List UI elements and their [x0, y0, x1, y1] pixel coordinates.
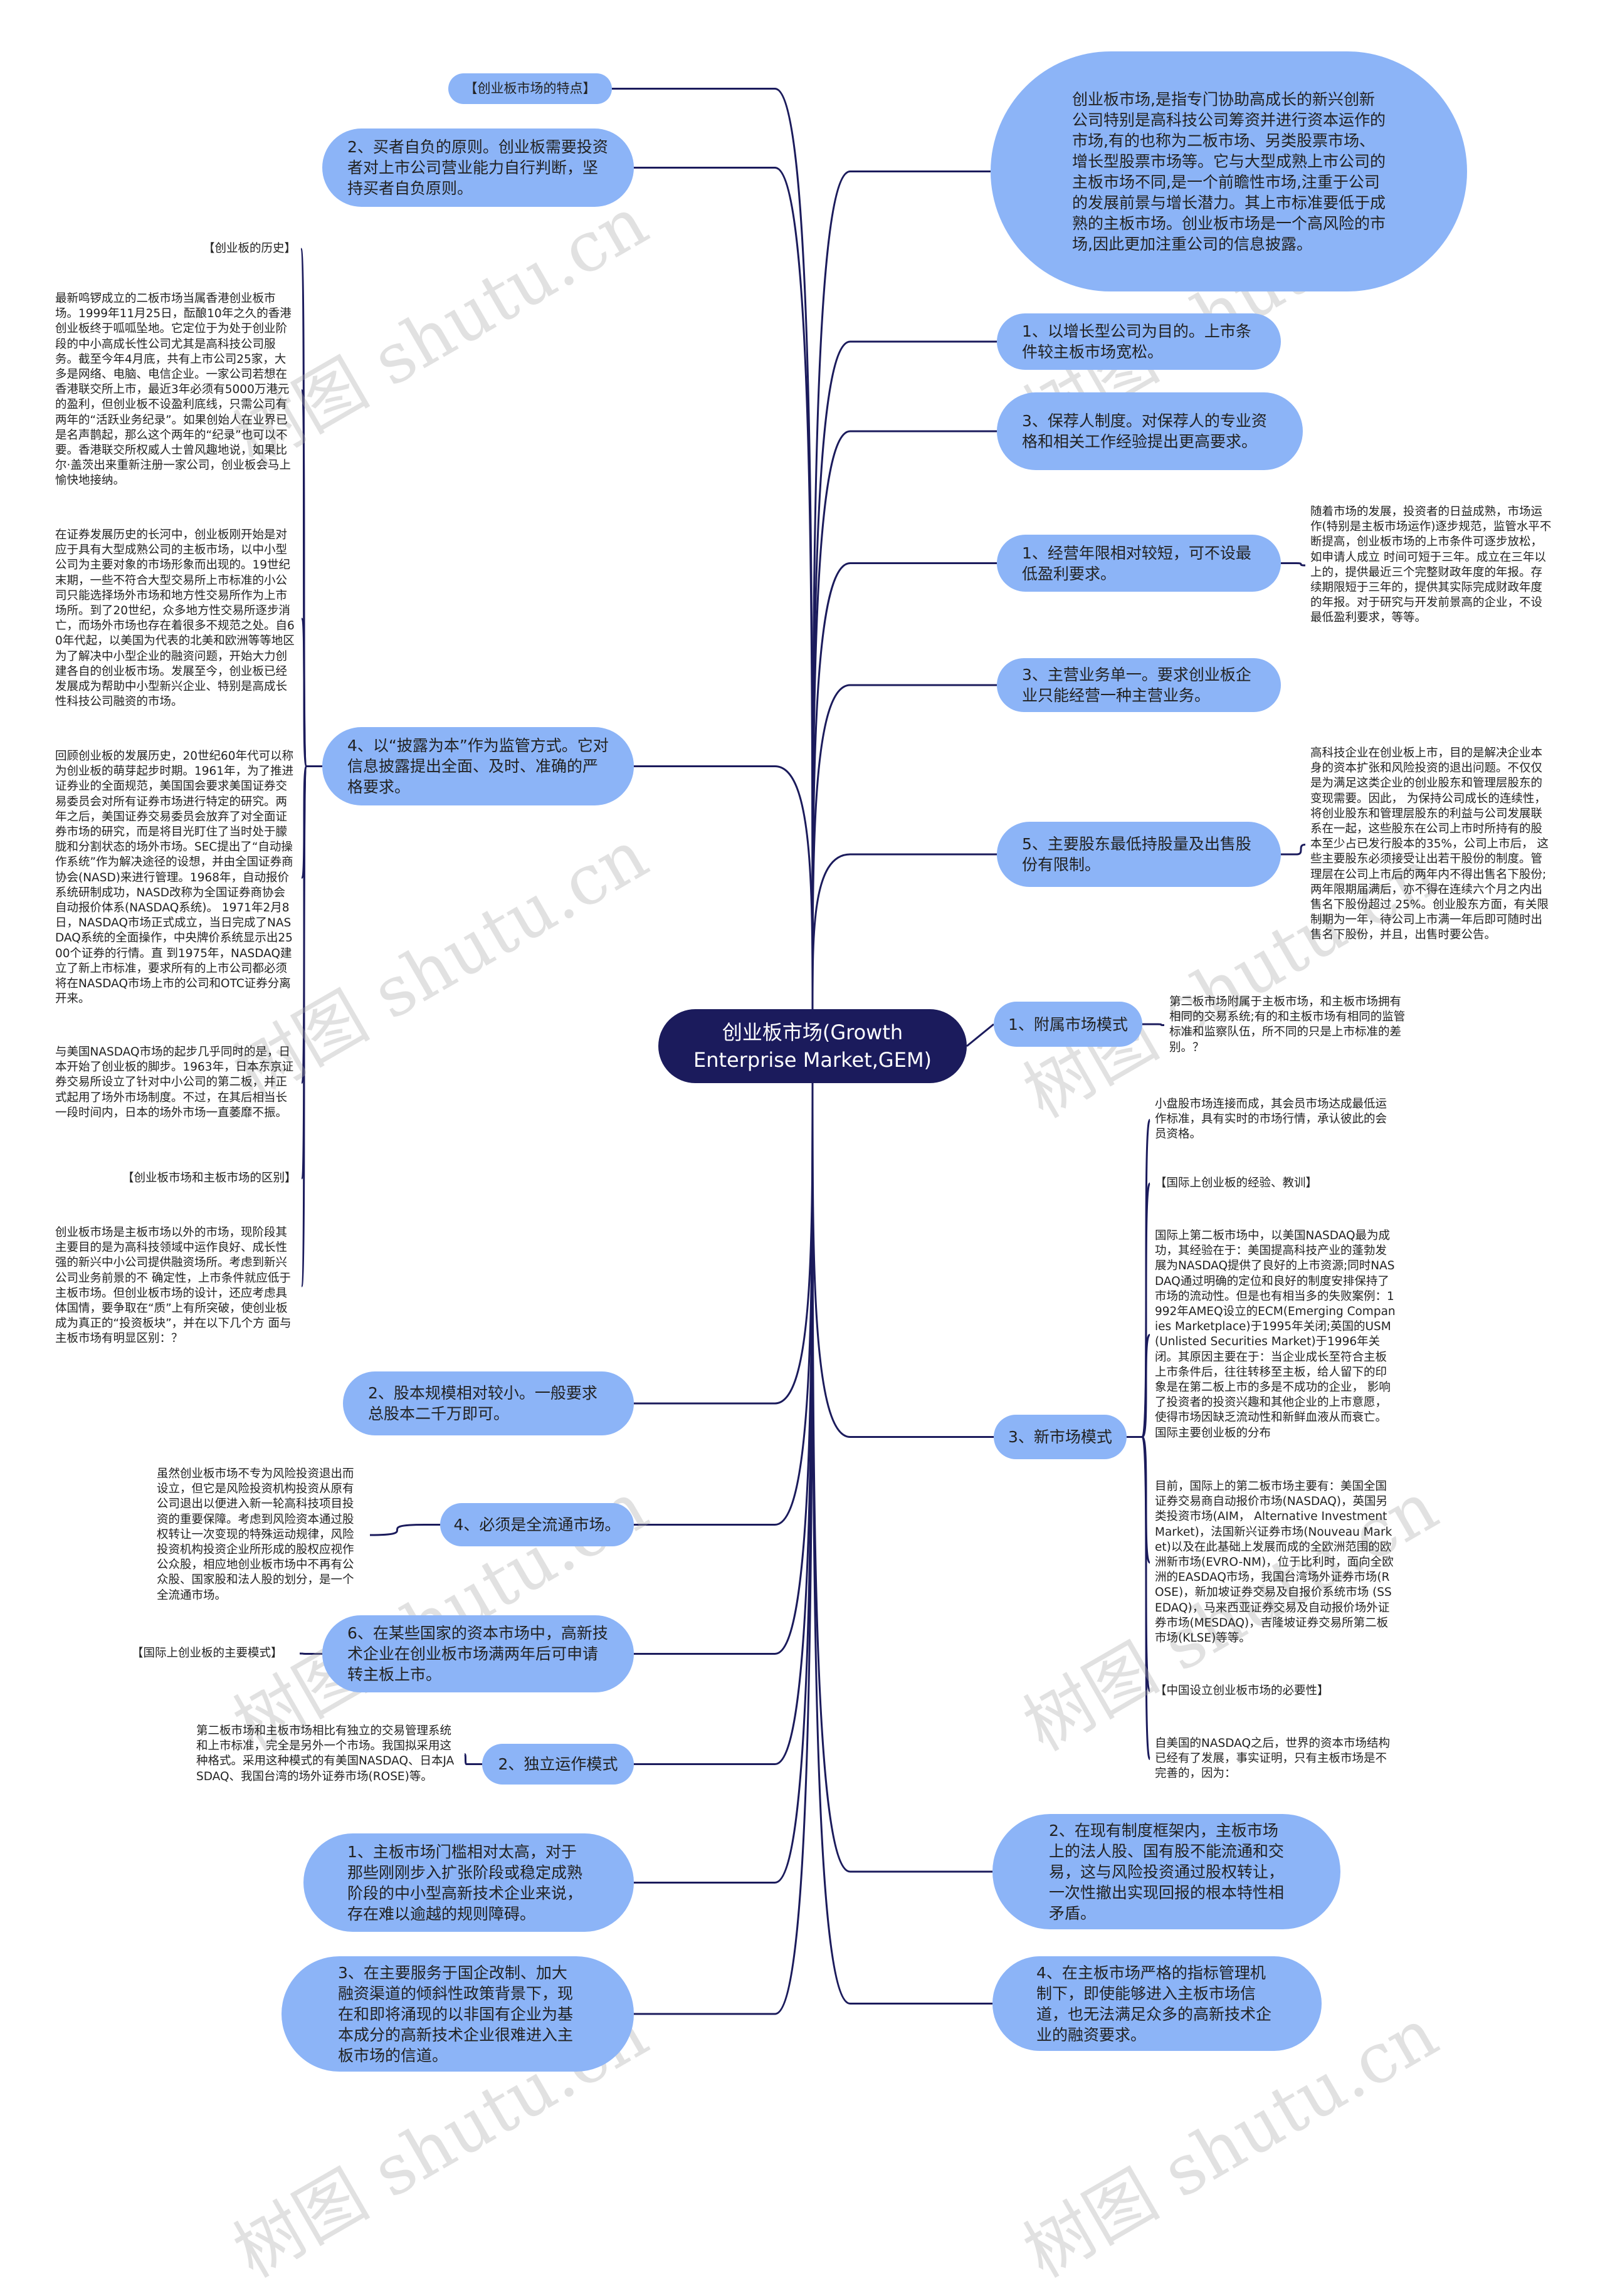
text-connector: [1127, 1119, 1151, 1438]
text-connector: [300, 765, 322, 1180]
text-connector: [1127, 1436, 1151, 1760]
node-label: 4、在主板市场严格的指标管理机制下，即使能够进入主板市场信道，也无法满足众多的高…: [1036, 1963, 1272, 2044]
node-label: 3、保荐人制度。对保荐人的专业资格和相关工作经验提出更高要求。: [1022, 412, 1267, 451]
text-connector: [1142, 1023, 1165, 1026]
branch-connector: [634, 765, 814, 1010]
text-connector: [1127, 1436, 1151, 1564]
text-connector: [300, 765, 322, 1287]
branch-sponsor-system[interactable]: 3、保荐人制度。对保荐人的专业资格和相关工作经验提出更高要求。: [997, 392, 1303, 470]
text-connector: [300, 765, 322, 1084]
difference-text: 创业板市场是主板市场以外的市场，现阶段其主要目的是为高科技领域中运作良好、成长性…: [55, 1226, 292, 1346]
node-label: 1、以增长型公司为目的。上市条件较主板市场宽松。: [1022, 322, 1251, 361]
shareholder-text: 高科技企业在创业板上市，目的是解决企业本身的资本扩张和风险投资的退出问题。不仅仅…: [1310, 747, 1549, 942]
branch-new-market-mode[interactable]: 3、新市场模式: [994, 1415, 1127, 1459]
branch-connector: [811, 430, 997, 1010]
branch-high-threshold[interactable]: 1、主板市场门槛相对太高，对于那些刚刚步入扩张阶段或稳定成熟阶段的中小型高新技术…: [303, 1833, 634, 1932]
branch-connector: [811, 853, 997, 1010]
node-label: 6、在某些国家的资本市场中，高新技术企业在创业板市场满两年后可申请转主板上市。: [347, 1624, 608, 1684]
node-label: 3、新市场模式: [1008, 1428, 1112, 1446]
branch-connector: [966, 1023, 994, 1047]
text-connector: [300, 617, 322, 767]
branch-connector: [634, 1082, 814, 1655]
node-label: 3、主营业务单一。要求创业板企业只能经营一种主营业务。: [1022, 666, 1251, 705]
branch-connector: [811, 170, 991, 1010]
necessity-label: 【中国设立创业板市场的必要性】: [1155, 1684, 1329, 1697]
text-connector: [300, 389, 322, 767]
small-cap-text: 小盘股市场连接而成，其会员市场达成最低运作标准，具有实时的市场行情，承认彼此的会…: [1155, 1098, 1387, 1141]
branch-connector: [811, 684, 997, 1010]
branch-financing-needs[interactable]: 4、在主板市场严格的指标管理机制下，即使能够进入主板市场信道，也无法满足众多的高…: [992, 1956, 1322, 2051]
branch-connector: [811, 562, 997, 1010]
independent-mode-text: 第二板市场和主板市场相比有独立的交易管理系统和上市标准，完全是另外一个市场。我国…: [196, 1724, 455, 1783]
branch-connector: [634, 1082, 814, 1526]
branch-shareholder-limits[interactable]: 5、主要股东最低持股量及出售股份有限制。: [997, 822, 1281, 887]
branch-disclosure[interactable]: 4、以“披露为本”作为监管方式。它对信息披露提出全面、及时、准确的严格要求。: [322, 727, 634, 805]
branch-policy-background[interactable]: 3、在主要服务于国企改制、加大融资渠道的倾斜性政策背景下，现在和即将涌现的以非国…: [282, 1956, 634, 2072]
branch-growth-companies[interactable]: 1、以增长型公司为目的。上市条件较主板市场宽松。: [997, 313, 1281, 370]
branch-connector: [634, 167, 814, 1010]
branch-independent-mode[interactable]: 2、独立运作模式: [482, 1744, 634, 1785]
branch-connector: [811, 340, 997, 1010]
branch-small-capital[interactable]: 2、股本规模相对较小。一般要求总股本二千万即可。: [343, 1371, 634, 1435]
branch-connector: [612, 88, 814, 1010]
node-label: 2、买者自负的原则。创业板需要投资者对上市公司营业能力自行判断，坚持买者自负原则…: [347, 138, 608, 197]
node-label: 【创业板市场的特点】: [464, 81, 596, 96]
branch-buyer-responsibility[interactable]: 2、买者自负的原则。创业板需要投资者对上市公司营业能力自行判断，坚持买者自负原则…: [322, 128, 634, 207]
text-connector: [1127, 1182, 1151, 1438]
branch-connector: [634, 1082, 814, 2015]
node-label: 1、经营年限相对较短，可不设最低盈利要求。: [1022, 543, 1251, 583]
branch-operating-years[interactable]: 1、经营年限相对较短，可不设最低盈利要求。: [997, 535, 1281, 592]
experience-text: 国际上第二板市场中，以美国NASDAQ最为成功，其经验在于：美国提高科技产业的蓬…: [1155, 1229, 1396, 1440]
branch-definition[interactable]: 创业板市场,是指专门协助高成长的新兴创新公司特别是高科技公司筹资并进行资本运作的…: [991, 51, 1467, 291]
distribution-text: 目前，国际上的第二板市场主要有：美国全国证券交易商自动报价市场(NASDAQ)，…: [1155, 1480, 1394, 1645]
experience-label: 【国际上创业板的经验、教训】: [1155, 1177, 1318, 1190]
operating-years-text: 随着市场的发展，投资者的日益成熟，市场运作(特别是主板市场运作)逐步规范，监管水…: [1310, 505, 1552, 625]
node-label: 4、以“披露为本”作为监管方式。它对信息披露提出全面、及时、准确的严格要求。: [347, 737, 609, 796]
history-text-3: 回顾创业板的发展历史，20世纪60年代可以称为创业板的萌芽起步时期。1961年，…: [55, 750, 294, 1006]
node-label: 2、股本规模相对较小。一般要求总股本二千万即可。: [368, 1384, 597, 1423]
root-topic[interactable]: 创业板市场(Growth Enterprise Market,GEM): [658, 1009, 967, 1083]
branch-connector: [634, 1082, 814, 1405]
branch-connector: [811, 1082, 992, 2005]
node-label: 1、主板市场门槛相对太高，对于那些刚刚步入扩张阶段或稳定成熟阶段的中小型高新技术…: [347, 1842, 583, 1923]
text-connector: [463, 1753, 482, 1765]
history-text-2: 在证券发展历史的长河中，创业板刚开始是对应于具有大型成熟公司的主板市场，以中小型…: [55, 528, 295, 709]
difference-label: 【创业板市场和主板市场的区别】: [122, 1172, 297, 1185]
node-label: 2、在现有制度框架内，主板市场上的法人股、国有股不能流通和交易，这与风险投资通过…: [1049, 1821, 1285, 1922]
branch-features[interactable]: 【创业板市场的特点】: [448, 73, 612, 104]
branch-full-circulation[interactable]: 4、必须是全流通市场。: [440, 1503, 634, 1546]
branch-affiliated-mode[interactable]: 1、附属市场模式: [994, 1002, 1142, 1047]
text-connector: [300, 765, 322, 879]
node-label: 4、必须是全流通市场。: [453, 1516, 621, 1534]
branch-connector: [811, 1082, 994, 1438]
affiliated-mode-text: 第二板市场附属于主板市场，和主板市场拥有相同的交易系统;有的和主板市场有相同的监…: [1169, 995, 1406, 1054]
node-label: 5、主要股东最低持股量及出售股份有限制。: [1022, 835, 1251, 874]
node-label: 1、附属市场模式: [1008, 1015, 1128, 1034]
text-connector: [1127, 1334, 1151, 1438]
necessity-text: 自美国的NASDAQ之后，世界的资本市场结构已经有了发展，事实证明，只有主板市场…: [1155, 1737, 1391, 1781]
node-label: 创业板市场,是指专门协助高成长的新兴创新公司特别是高科技公司筹资并进行资本运作的…: [1072, 90, 1386, 253]
branch-single-business[interactable]: 3、主营业务单一。要求创业板企业只能经营一种主营业务。: [997, 658, 1281, 712]
text-connector: [300, 248, 322, 767]
modes-label: 【国际上创业板的主要模式】: [132, 1647, 283, 1660]
node-label: 3、在主要服务于国企改制、加大融资渠道的倾斜性政策背景下，现在和即将涌现的以非国…: [338, 1963, 574, 2065]
text-connector: [1127, 1436, 1151, 1692]
branch-connector: [634, 1082, 814, 1765]
text-connector: [1281, 844, 1306, 856]
branch-transfer-main-board[interactable]: 6、在某些国家的资本市场中，高新技术企业在创业板市场满两年后可申请转主板上市。: [322, 1615, 634, 1692]
circulation-text: 虽然创业板市场不专为风险投资退出而设立，但它是风险投资机构投资从原有公司退出以便…: [157, 1467, 354, 1602]
history-text-1: 最新鸣锣成立的二板市场当属香港创业板市场。1999年11月25日，酝酿10年之久…: [55, 292, 292, 488]
history-text-4: 与美国NASDAQ市场的起步几乎同时的是，日本开始了创业板的脚步。1963年，日…: [55, 1046, 294, 1119]
branch-connector: [634, 1082, 814, 1884]
node-label: 2、独立运作模式: [498, 1755, 618, 1773]
text-connector: [369, 1524, 440, 1536]
text-connector: [1281, 562, 1306, 567]
history-label: 【创业板的历史】: [203, 242, 297, 255]
root-title: 创业板市场(Growth Enterprise Market,GEM): [693, 1020, 932, 1072]
branch-connector: [811, 1082, 992, 1873]
branch-non-tradable-shares[interactable]: 2、在现有制度框架内，主板市场上的法人股、国有股不能流通和交易，这与风险投资通过…: [992, 1814, 1340, 1929]
